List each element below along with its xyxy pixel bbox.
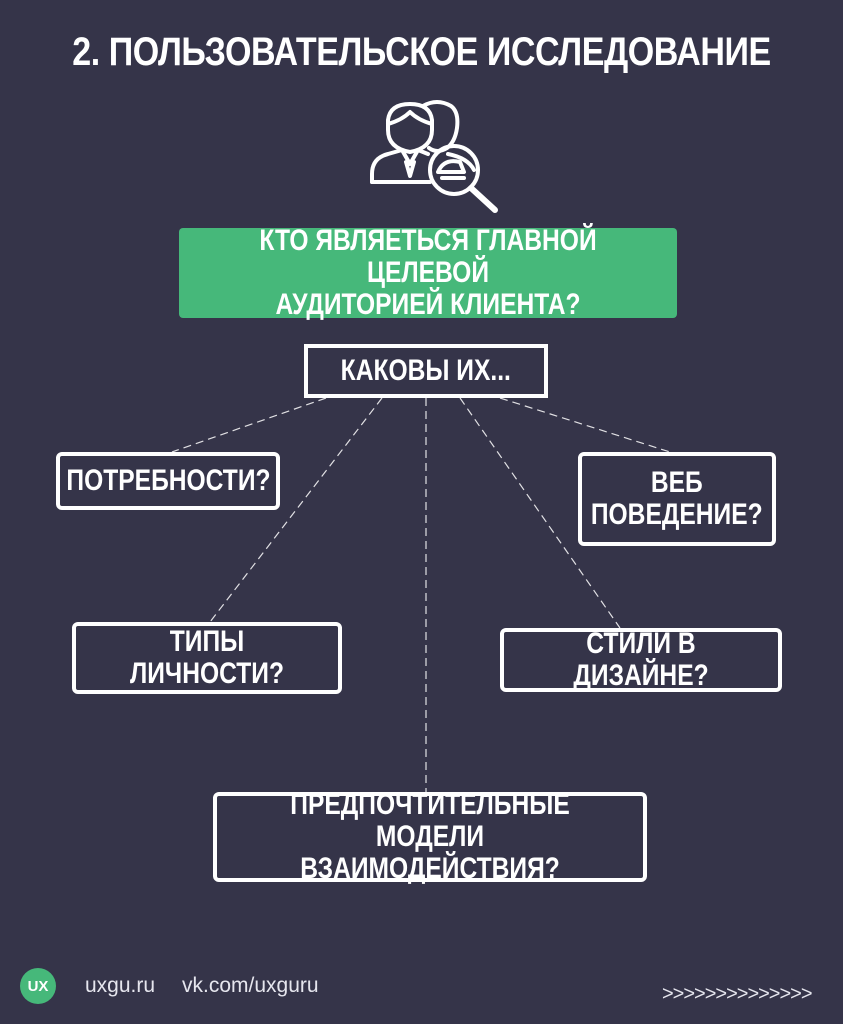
user-research-icon xyxy=(370,100,498,213)
node-interaction-models-label: ПРЕДПОЧТИТЕЛЬНЫЕ МОДЕЛИ ВЗАИМОДЕЙСТВИЯ? xyxy=(290,788,570,885)
connector-web xyxy=(499,397,671,453)
connector-design xyxy=(459,397,621,629)
node-web-behavior: ВЕБ ПОВЕДЕНИЕ? xyxy=(578,452,776,546)
node-needs: ПОТРЕБНОСТИ? xyxy=(56,452,280,510)
node-design-styles: СТИЛИ В ДИЗАЙНЕ? xyxy=(500,628,782,692)
target-audience-question: КТО ЯВЛЯЕТЬСЯ ГЛАВНОЙ ЦЕЛЕВОЙ АУДИТОРИЕЙ… xyxy=(179,224,677,321)
connector-personality xyxy=(209,397,383,623)
node-web-behavior-label: ВЕБ ПОВЕДЕНИЕ? xyxy=(591,466,763,531)
center-label: КАКОВЫ ИХ... xyxy=(340,354,512,387)
node-interaction-models: ПРЕДПОЧТИТЕЛЬНЫЕ МОДЕЛИ ВЗАИМОДЕЙСТВИЯ? xyxy=(213,788,647,885)
question-text: КТО ЯВЛЯЕТЬСЯ ГЛАВНОЙ ЦЕЛЕВОЙ АУДИТОРИЕЙ… xyxy=(259,224,597,321)
ux-logo: UX xyxy=(20,968,56,1004)
node-personality-types: ТИПЫ ЛИЧНОСТИ? xyxy=(72,622,342,694)
page-title: 2. ПОЛЬЗОВАТЕЛЬСКОЕ ИССЛЕДОВАНИЕ xyxy=(72,30,771,74)
arrows-decoration: >>>>>>>>>>>>>> xyxy=(662,983,813,1005)
center-node: КАКОВЫ ИХ... xyxy=(304,344,548,398)
vk-link[interactable]: vk.com/uxguru xyxy=(182,974,319,997)
node-needs-label: ПОТРЕБНОСТИ? xyxy=(65,464,271,497)
node-personality-types-label: ТИПЫ ЛИЧНОСТИ? xyxy=(129,625,285,690)
node-design-styles-label: СТИЛИ В ДИЗАЙНЕ? xyxy=(573,627,709,692)
site-link[interactable]: uxgu.ru xyxy=(85,974,156,997)
connector-needs xyxy=(171,397,327,453)
